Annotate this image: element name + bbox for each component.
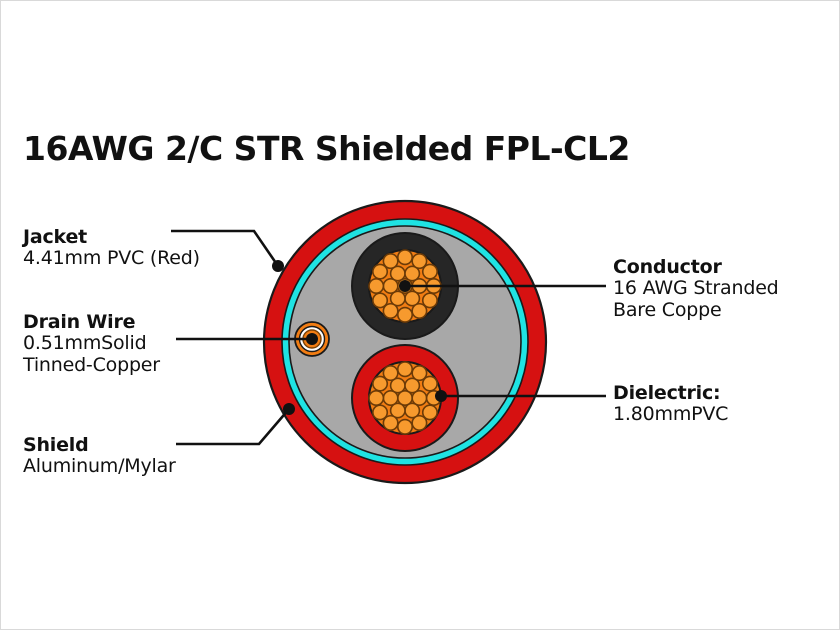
callout-shield-heading: Shield [23, 434, 89, 456]
callout-conductor-line2: Bare Coppe [613, 298, 722, 321]
callout-drain-wire: Drain Wire 0.51mmSolid Tinned-Copper [23, 311, 160, 376]
leader-shield [176, 408, 290, 446]
conductor-red [351, 344, 459, 452]
leader-dot-shield [283, 403, 295, 415]
callout-dielectric: Dielectric: 1.80mmPVC [613, 382, 729, 426]
filler-layer [288, 225, 522, 459]
leader-dot-conductor [399, 280, 411, 292]
callout-jacket: Jacket 4.41mm PVC (Red) [23, 226, 200, 270]
callout-dielectric-line1: 1.80mmPVC [613, 403, 729, 426]
callout-shield: Shield Aluminum/Mylar [23, 434, 176, 478]
callout-drain-wire-line2: Tinned-Copper [23, 353, 160, 376]
callout-shield-line1: Aluminum/Mylar [23, 455, 176, 478]
cable-body [262, 199, 548, 485]
leader-dot-jacket [272, 260, 284, 272]
callout-conductor-heading: Conductor [613, 256, 722, 278]
callout-dielectric-heading: Dielectric: [613, 382, 721, 404]
leader-lines [171, 229, 606, 446]
callout-conductor-line1: 16 AWG Stranded [613, 277, 779, 300]
leader-dot-drain-wire [306, 333, 318, 345]
leader-jacket [171, 229, 280, 267]
callout-conductor: Conductor 16 AWG Stranded Bare Coppe [613, 256, 779, 321]
callout-jacket-line1: 4.41mm PVC (Red) [23, 247, 200, 270]
leader-dot-dielectric [435, 390, 447, 402]
callout-jacket-heading: Jacket [23, 226, 88, 248]
page-title: 16AWG 2/C STR Shielded FPL-CL2 [23, 129, 630, 168]
callout-drain-wire-heading: Drain Wire [23, 311, 136, 333]
conductor-strands-lower [368, 361, 442, 435]
callout-drain-wire-line1: 0.51mmSolid [23, 332, 147, 355]
